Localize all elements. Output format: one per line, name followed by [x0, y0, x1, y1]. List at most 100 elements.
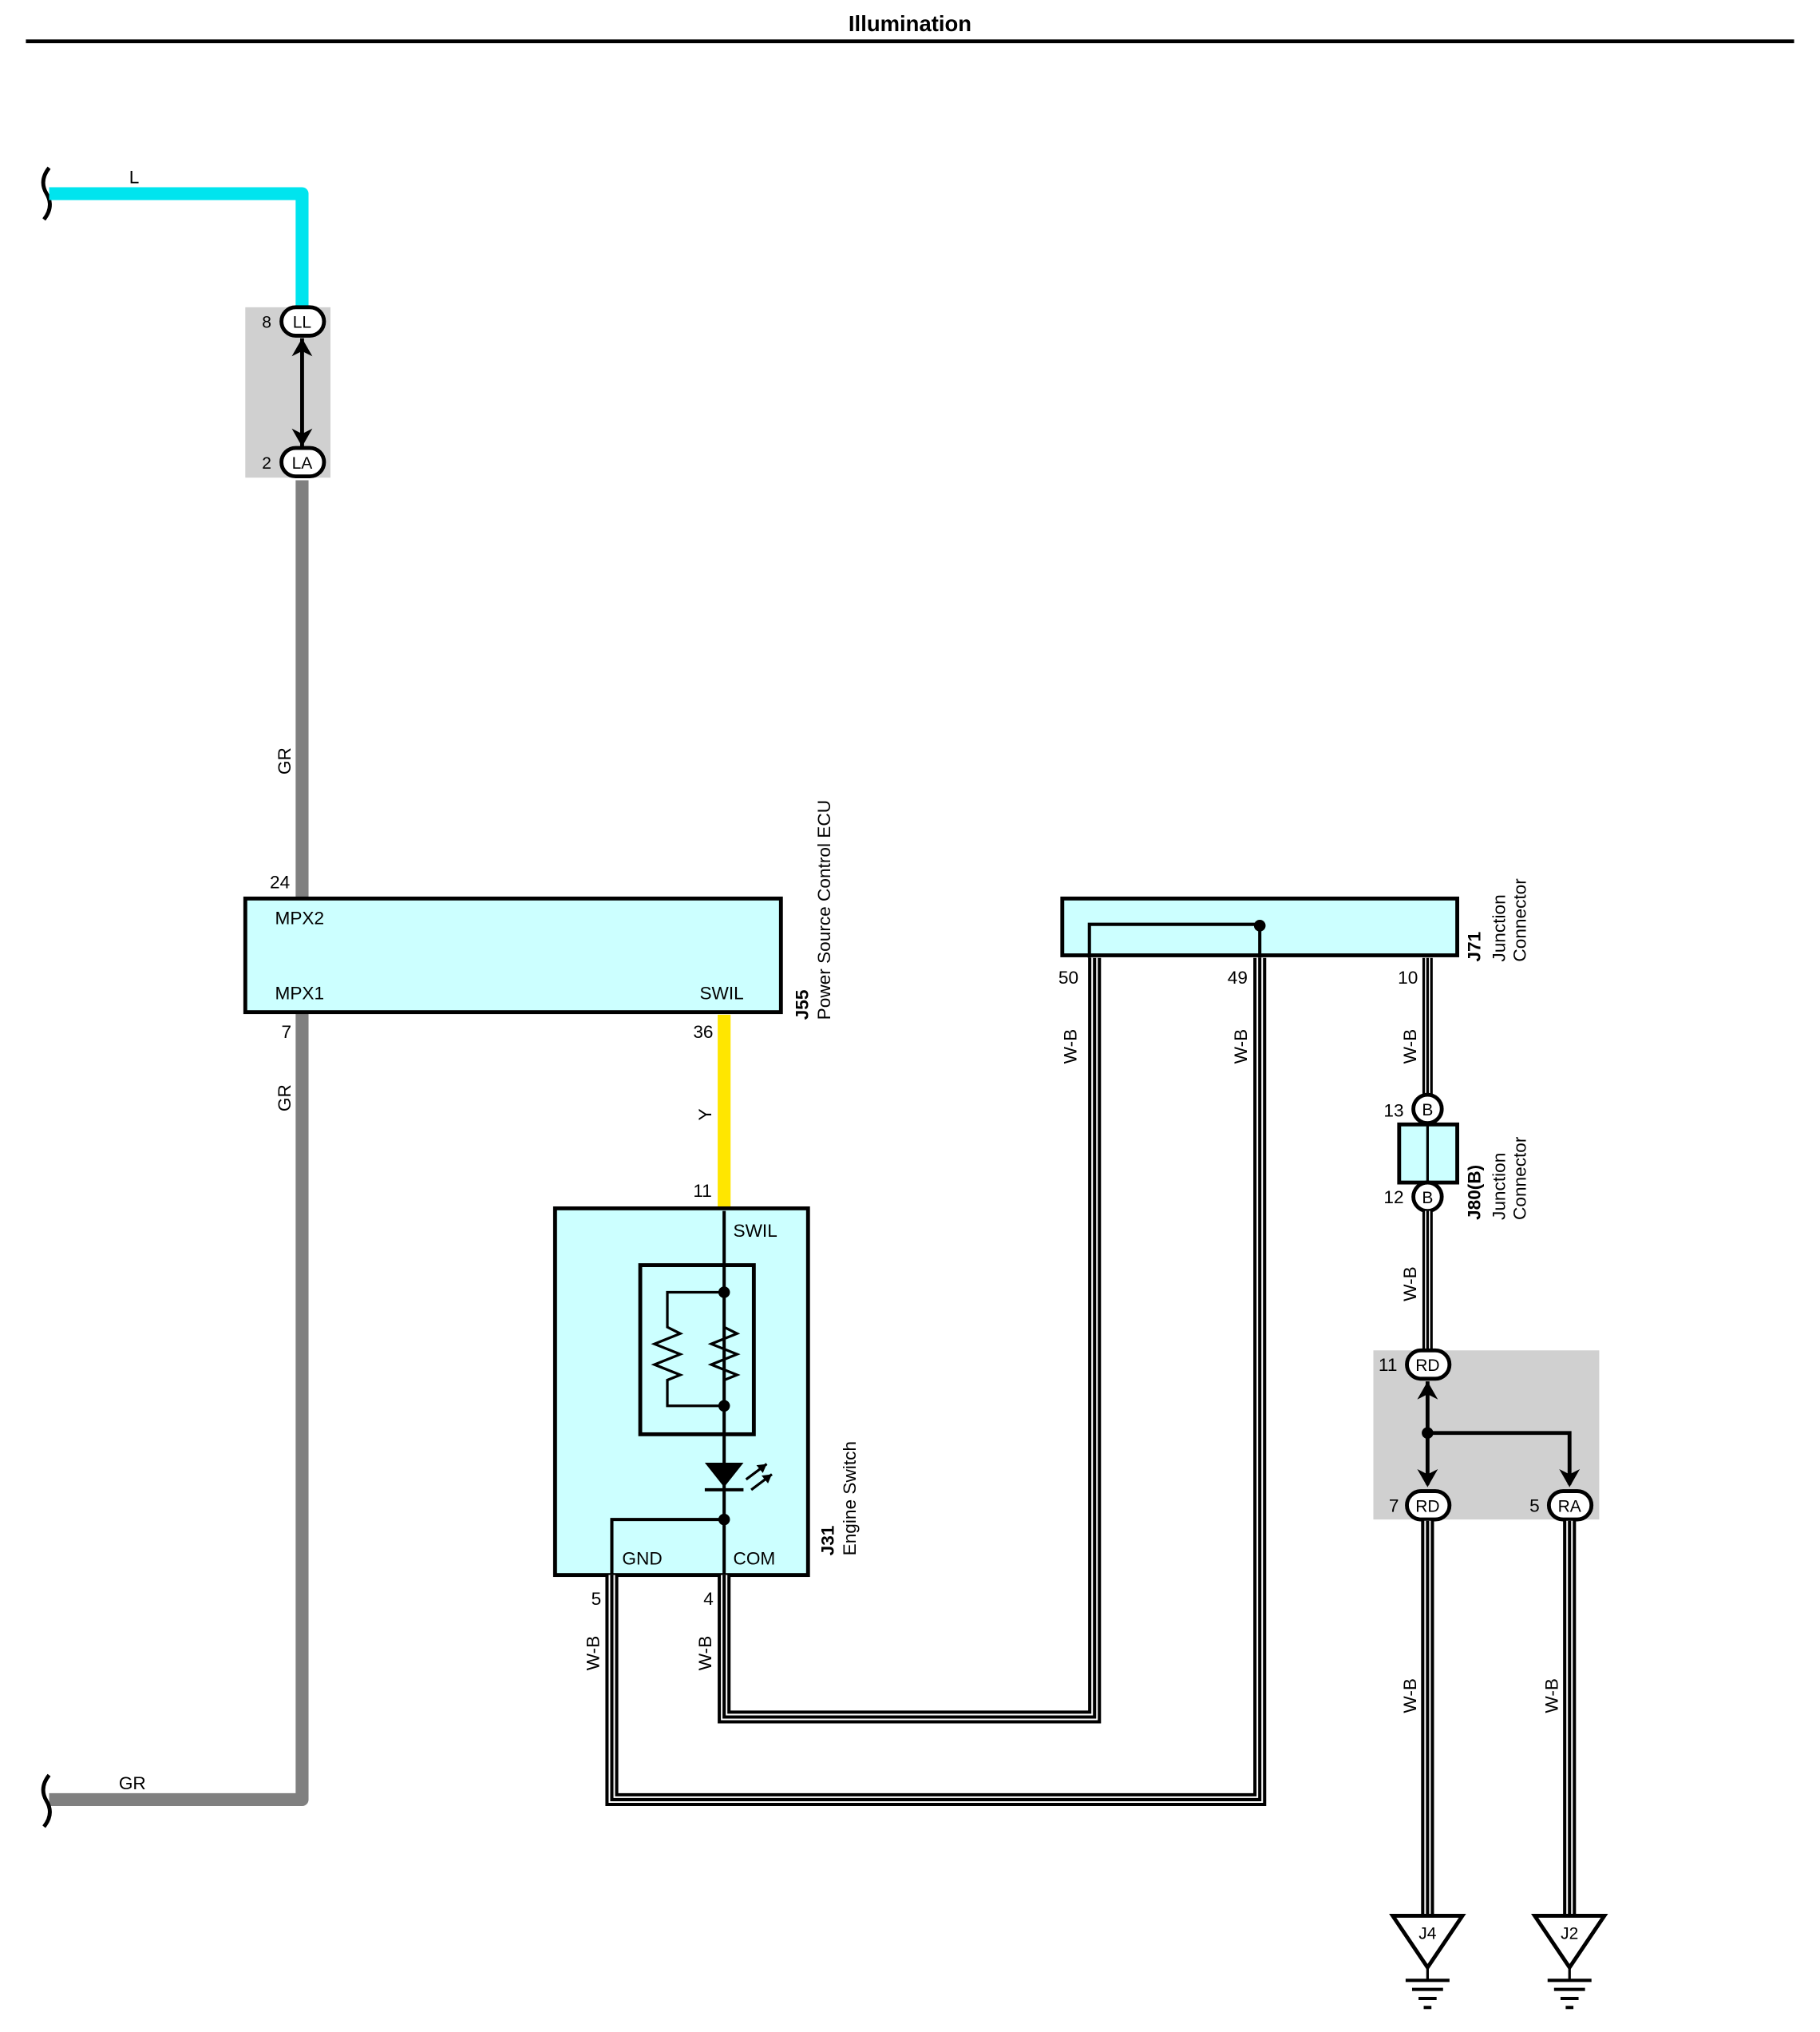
j71-id: J71: [1465, 932, 1485, 962]
j71-bus: [1087, 922, 1262, 958]
resistor-right-icon: [707, 1325, 741, 1381]
wire-wb-gnd-core: [610, 957, 1262, 1801]
wire-wb-4-label: W-B: [695, 1636, 715, 1671]
j31-name: Engine Switch: [840, 1441, 860, 1555]
wire-wb-com-core: [722, 957, 1097, 1719]
wire-wb-10-label: W-B: [1400, 1029, 1420, 1064]
ground-j4: J4: [1389, 1914, 1466, 2010]
j71-pin-49: 49: [1228, 968, 1248, 988]
wire-l-label: L: [129, 168, 140, 188]
ground-j2-triangle-icon: [1531, 1914, 1608, 1971]
j71-pin-10: 10: [1398, 968, 1418, 988]
j55-power-source-control-ecu: MPX2 MPX1 SWIL 24 7 36 J55 Power Source …: [243, 800, 834, 1042]
wire-wb-7-label: W-B: [1400, 1678, 1420, 1713]
led-icon: [704, 1462, 744, 1487]
wire-wb-49-label: W-B: [1231, 1029, 1251, 1064]
pin-rd-in-code: RD: [1415, 1357, 1439, 1375]
j80-id: J80(B): [1465, 1165, 1485, 1220]
junction-dot: [718, 1286, 730, 1298]
j31-pin-11: 11: [693, 1181, 712, 1201]
j55-name: Power Source Control ECU: [814, 800, 834, 1020]
wire-gr-upper-label: GR: [275, 747, 295, 774]
arrow-up-icon: [1417, 1381, 1438, 1400]
wire-l-path: [49, 187, 309, 313]
ground-j2-label: J2: [1561, 1925, 1578, 1943]
pin-ra-out-num: 5: [1529, 1495, 1540, 1515]
wire-l: L: [41, 166, 309, 313]
pin-la-code: LA: [292, 454, 313, 473]
pin-rd-in: [1405, 1348, 1452, 1381]
wire-wb-5ra-label: W-B: [1542, 1678, 1562, 1713]
j55-body: [243, 896, 783, 1015]
pin-ll-code: LL: [293, 314, 311, 332]
wire-gr-lower-label: GR: [275, 1084, 295, 1111]
j31-body: [552, 1206, 810, 1578]
j31-com: COM: [733, 1549, 775, 1569]
j80-pin-12-code: B: [1422, 1189, 1433, 1207]
pin-ll-num: 8: [262, 314, 271, 332]
junction-dot: [1253, 920, 1266, 932]
wire-wb-j31-j71: W-B W-B W-B W-B: [583, 957, 1267, 1807]
connector-ll-la: LL 8 LA 2: [245, 305, 331, 479]
pin-ra-out-code: RA: [1558, 1497, 1581, 1515]
pin-ra-out: [1546, 1489, 1594, 1522]
j71-junction-connector: 50 49 10 J71 Junction Connector: [1058, 878, 1529, 988]
wire-wb-5-label: W-B: [583, 1636, 603, 1671]
j80-junction-connector: B 13 B 12 J80(B) Junction Connector: [1383, 1092, 1529, 1220]
j55-id: J55: [792, 990, 812, 1020]
j71-name-2: Connector: [1509, 878, 1529, 962]
j55-pin-24: 24: [270, 872, 290, 892]
pin-rd-out-num: 7: [1389, 1495, 1399, 1515]
j80-pin-12-num: 12: [1383, 1187, 1403, 1207]
j80-name-2: Connector: [1509, 1136, 1529, 1220]
connector-rd-ra: RD 11 RD 7 RA 5: [1373, 1348, 1600, 1522]
pin-ll: [279, 305, 326, 338]
wire-break-bottom-icon: [41, 1773, 52, 1828]
diagram-title: Illumination: [849, 11, 971, 36]
arrow-down-icon: [1417, 1469, 1438, 1487]
junction-dot: [718, 1400, 730, 1412]
j31-id: J31: [818, 1526, 838, 1556]
j71-name-1: Junction: [1489, 894, 1509, 961]
j31-engine-switch: SWIL GND COM 5 4 J31 Engine Switch: [552, 1206, 860, 1609]
wire-gr-bottom-label: GR: [119, 1773, 146, 1793]
pin-rd-in-num: 11: [1379, 1355, 1397, 1375]
arrow-down-icon: [291, 428, 313, 447]
j80-pin-13-code: B: [1422, 1101, 1433, 1119]
pin-la-num: 2: [262, 454, 271, 473]
wire-wb-j80-label: W-B: [1400, 1266, 1420, 1301]
arrow-up-icon: [291, 338, 313, 357]
wire-break-top-icon: [41, 166, 52, 221]
j55-pin-7: 7: [282, 1022, 292, 1042]
j55-mpx2: MPX2: [275, 909, 324, 929]
j71-pin-50: 50: [1058, 968, 1078, 988]
pin-rd-out-code: RD: [1415, 1497, 1439, 1515]
wire-wb-grounds: W-B W-B: [1400, 1520, 1577, 1916]
j31-gnd-internal: [610, 1518, 725, 1575]
j31-pin-5: 5: [592, 1589, 602, 1609]
ground-j4-triangle-icon: [1389, 1914, 1466, 1971]
wire-wb-50-label: W-B: [1061, 1029, 1081, 1064]
wire-gr-lower: [49, 1012, 309, 1807]
j80-name-1: Junction: [1489, 1153, 1509, 1220]
j31-pin-4: 4: [703, 1589, 714, 1609]
ra-link: [1427, 1431, 1572, 1485]
light-ray-head-icon: [756, 1464, 767, 1473]
j55-pin-36: 36: [693, 1022, 713, 1042]
ground-j4-label: J4: [1418, 1925, 1437, 1943]
wire-wb-j80-rd: W-B: [1400, 1210, 1433, 1349]
wire-y-label: Y: [695, 1108, 715, 1120]
pin-rd-out: [1405, 1489, 1452, 1522]
resistor-left-icon: [651, 1290, 725, 1408]
j31-swil: SWIL: [733, 1221, 777, 1241]
j31-gnd: GND: [622, 1549, 662, 1569]
j55-swil: SWIL: [699, 983, 743, 1003]
j55-mpx1: MPX1: [275, 983, 324, 1003]
j80-pin-13-num: 13: [1383, 1101, 1403, 1121]
wire-gr: GR GR GR: [41, 480, 309, 1828]
wire-wb-j71-j80: W-B: [1400, 957, 1433, 1095]
ground-j2: J2: [1531, 1914, 1608, 2010]
arrow-down-icon: [1559, 1469, 1581, 1487]
j31-resistor-box: [638, 1263, 756, 1436]
